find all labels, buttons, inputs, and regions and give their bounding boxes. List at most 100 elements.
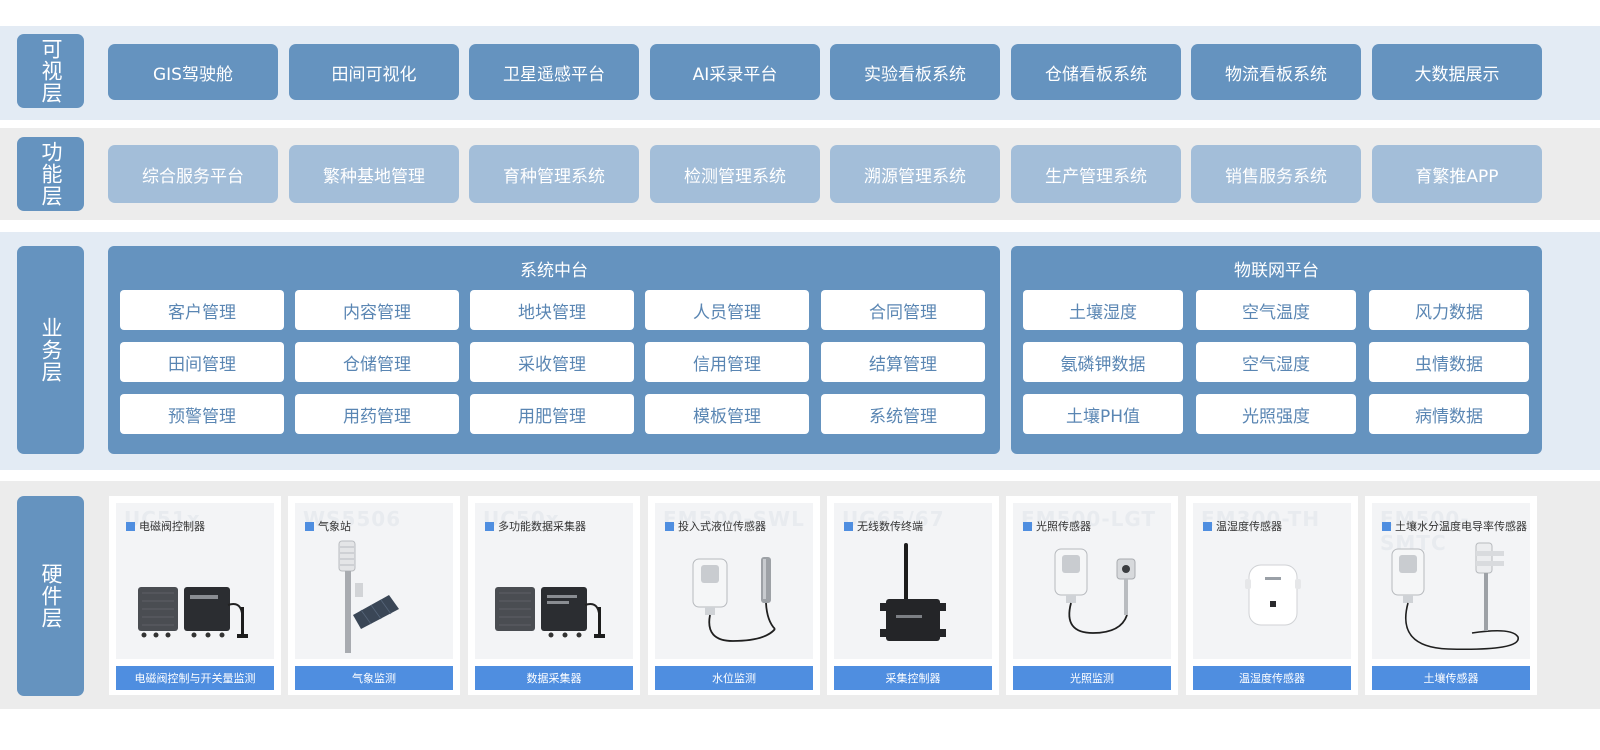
wireless-terminal-image xyxy=(880,543,946,641)
hardware-card[interactable]: UG65/67 无线数传终端 采集控制器 xyxy=(827,496,999,695)
system-platform-item[interactable]: 仓储管理 xyxy=(295,342,459,382)
visual-item[interactable]: 物流看板系统 xyxy=(1191,44,1361,100)
hardware-image-panel: EM500-LGT 光照传感器 xyxy=(1013,503,1171,659)
soil-sensor-image xyxy=(1391,542,1519,651)
function-item[interactable]: 销售服务系统 xyxy=(1191,145,1361,203)
hardware-title-text: 气象站 xyxy=(318,520,351,533)
hardware-title-text: 无线数传终端 xyxy=(857,520,923,533)
hardware-caption: 温湿度传感器 xyxy=(1193,666,1351,690)
hardware-title: 无线数传终端 xyxy=(844,518,923,534)
hardware-model-watermark: UC51x xyxy=(124,507,201,531)
hardware-model-watermark: UG65/67 xyxy=(842,507,945,531)
hardware-caption: 采集控制器 xyxy=(834,666,992,690)
hardware-image-panel: EM500-SWL 投入式液位传感器 xyxy=(655,503,813,659)
system-platform-item[interactable]: 用肥管理 xyxy=(470,394,634,434)
iot-platform-item[interactable]: 光照强度 xyxy=(1196,394,1356,434)
hardware-title: 气象站 xyxy=(305,518,351,534)
system-platform-item[interactable]: 结算管理 xyxy=(821,342,985,382)
th-sensor-image xyxy=(1245,564,1301,626)
hardware-title: 温湿度传感器 xyxy=(1203,518,1282,534)
hardware-title: 投入式液位传感器 xyxy=(665,518,766,534)
iot-platform-panel: 物联网平台 土壤湿度 空气温度 风力数据 氨磷钾数据 空气湿度 虫情数据 土壤P… xyxy=(1011,246,1542,454)
hardware-caption: 土壤传感器 xyxy=(1372,666,1530,690)
level-sensor-image xyxy=(692,557,776,642)
weather-station-image xyxy=(338,540,399,653)
visual-layer-label: 可视层 xyxy=(17,34,84,108)
iot-platform-item[interactable]: 氨磷钾数据 xyxy=(1023,342,1183,382)
hardware-title: 多功能数据采集器 xyxy=(485,518,586,534)
system-platform-item[interactable]: 合同管理 xyxy=(821,290,985,330)
function-item[interactable]: 繁种基地管理 xyxy=(289,145,459,203)
hardware-model-watermark: EM300-TH xyxy=(1201,507,1321,531)
hardware-image-panel: EM300-TH 温湿度传感器 xyxy=(1193,503,1351,659)
visual-item[interactable]: 田间可视化 xyxy=(289,44,459,100)
function-item[interactable]: 综合服务平台 xyxy=(108,145,278,203)
system-platform-item[interactable]: 地块管理 xyxy=(470,290,634,330)
hardware-title: 光照传感器 xyxy=(1023,518,1091,534)
visual-item[interactable]: GIS驾驶舱 xyxy=(108,44,278,100)
hardware-image-panel: WS5506 气象站 xyxy=(295,503,453,659)
system-platform-item[interactable]: 模板管理 xyxy=(645,394,809,434)
hardware-title-text: 电磁阀控制器 xyxy=(139,520,205,533)
valve-controller-image xyxy=(138,587,248,638)
hardware-model-watermark: EM500-LGT xyxy=(1021,507,1157,531)
function-item[interactable]: 溯源管理系统 xyxy=(830,145,1000,203)
system-platform-item[interactable]: 田间管理 xyxy=(120,342,284,382)
system-platform-item[interactable]: 信用管理 xyxy=(645,342,809,382)
system-platform-item[interactable]: 客户管理 xyxy=(120,290,284,330)
system-platform-title: 系统中台 xyxy=(520,261,588,281)
data-collector-image xyxy=(495,587,605,638)
hardware-card[interactable]: EM500-SMTC 土壤水分温度电导率传感器 土壤传感器 xyxy=(1365,496,1537,695)
hardware-image-panel: UG65/67 无线数传终端 xyxy=(834,503,992,659)
hardware-caption: 数据采集器 xyxy=(475,666,633,690)
hardware-card[interactable]: UC50x 多功能数据采集器 数据采集器 xyxy=(468,496,640,695)
hardware-title-text: 多功能数据采集器 xyxy=(498,520,586,533)
function-item[interactable]: 育繁推APP xyxy=(1372,145,1542,203)
hardware-caption: 水位监测 xyxy=(655,666,813,690)
function-item[interactable]: 育种管理系统 xyxy=(469,145,639,203)
hardware-card[interactable]: UC51x 电磁阀控制器 电磁阀控制与开关量监测 xyxy=(109,496,281,695)
function-item[interactable]: 生产管理系统 xyxy=(1011,145,1181,203)
hardware-model-watermark: UC50x xyxy=(483,507,560,531)
light-sensor-image xyxy=(1054,548,1136,634)
hardware-card[interactable]: EM500-LGT 光照传感器 光照监测 xyxy=(1006,496,1178,695)
system-platform-item[interactable]: 采收管理 xyxy=(470,342,634,382)
iot-platform-item[interactable]: 土壤湿度 xyxy=(1023,290,1183,330)
hardware-card[interactable]: EM500-SWL 投入式液位传感器 水位监测 xyxy=(648,496,820,695)
hardware-title-text: 温湿度传感器 xyxy=(1216,520,1282,533)
hardware-layer-label: 硬件层 xyxy=(17,496,84,696)
hardware-title: 土壤水分温度电导率传感器 xyxy=(1382,518,1527,534)
iot-platform-item[interactable]: 虫情数据 xyxy=(1369,342,1529,382)
system-platform-item[interactable]: 预警管理 xyxy=(120,394,284,434)
visual-item[interactable]: 大数据展示 xyxy=(1372,44,1542,100)
system-platform-item[interactable]: 系统管理 xyxy=(821,394,985,434)
visual-item[interactable]: AI采录平台 xyxy=(650,44,820,100)
hardware-image-panel: UC51x 电磁阀控制器 xyxy=(116,503,274,659)
hardware-title-text: 土壤水分温度电导率传感器 xyxy=(1395,520,1527,533)
function-item[interactable]: 检测管理系统 xyxy=(650,145,820,203)
iot-platform-item[interactable]: 空气湿度 xyxy=(1196,342,1356,382)
hardware-title-text: 光照传感器 xyxy=(1036,520,1091,533)
system-platform-item[interactable]: 人员管理 xyxy=(645,290,809,330)
hardware-model-watermark: WS5506 xyxy=(303,507,402,531)
system-platform-panel: 系统中台 客户管理 内容管理 地块管理 人员管理 合同管理 田间管理 仓储管理 … xyxy=(108,246,1000,454)
iot-platform-item[interactable]: 风力数据 xyxy=(1369,290,1529,330)
hardware-caption: 电磁阀控制与开关量监测 xyxy=(116,666,274,690)
iot-platform-item[interactable]: 土壤PH值 xyxy=(1023,394,1183,434)
hardware-card[interactable]: EM300-TH 温湿度传感器 温湿度传感器 xyxy=(1186,496,1358,695)
hardware-image-panel: UC50x 多功能数据采集器 xyxy=(475,503,633,659)
iot-platform-item[interactable]: 空气温度 xyxy=(1196,290,1356,330)
hardware-model-watermark: EM500-SWL xyxy=(663,507,805,531)
system-platform-item[interactable]: 用药管理 xyxy=(295,394,459,434)
system-platform-item[interactable]: 内容管理 xyxy=(295,290,459,330)
hardware-card[interactable]: WS5506 气象站 气象监测 xyxy=(288,496,460,695)
visual-item[interactable]: 卫星遥感平台 xyxy=(469,44,639,100)
hardware-image-panel: EM500-SMTC 土壤水分温度电导率传感器 xyxy=(1372,503,1530,659)
visual-item[interactable]: 实验看板系统 xyxy=(830,44,1000,100)
hardware-title: 电磁阀控制器 xyxy=(126,518,205,534)
hardware-caption: 光照监测 xyxy=(1013,666,1171,690)
iot-platform-item[interactable]: 病情数据 xyxy=(1369,394,1529,434)
hardware-caption: 气象监测 xyxy=(295,666,453,690)
visual-item[interactable]: 仓储看板系统 xyxy=(1011,44,1181,100)
hardware-title-text: 投入式液位传感器 xyxy=(678,520,766,533)
